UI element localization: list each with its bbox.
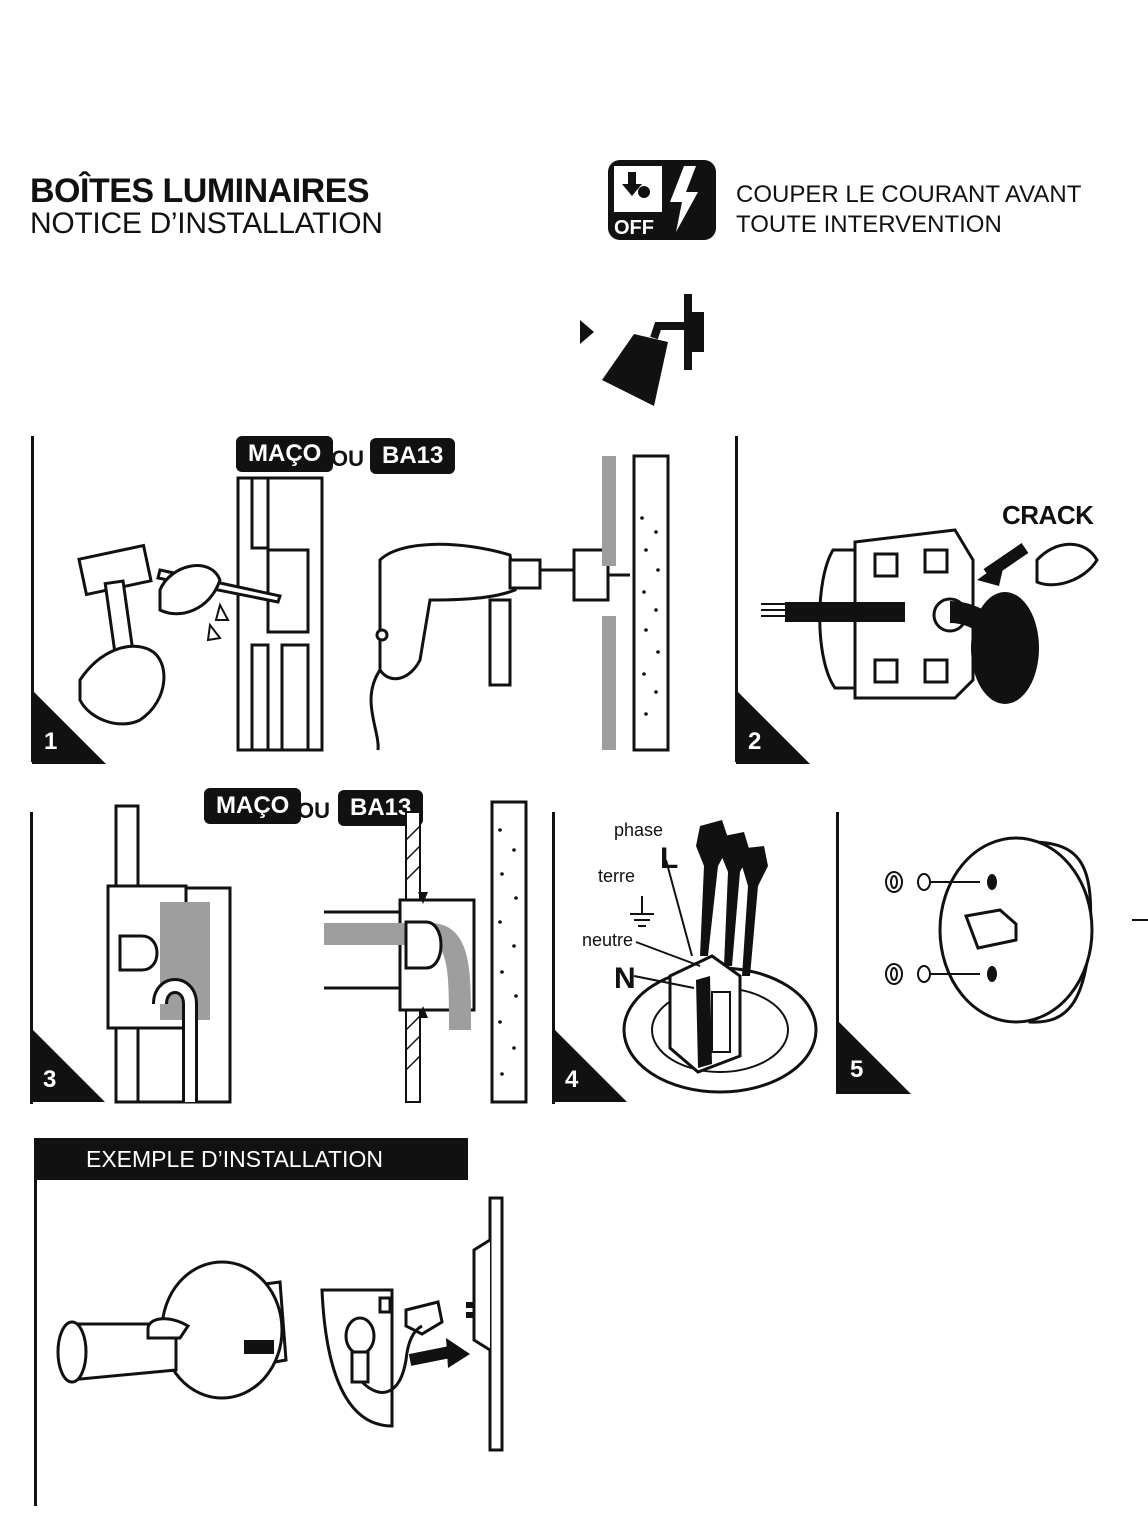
screw-icon — [885, 871, 980, 985]
step5-frame-line — [836, 812, 839, 1094]
step1-corner-badge — [32, 690, 106, 764]
warning-line-1: COUPER LE COURANT AVANT — [736, 181, 1082, 208]
step4-corner-badge — [553, 1028, 627, 1102]
wall-sconce-icon — [576, 290, 716, 410]
step3-frame-line — [30, 812, 33, 1104]
step5-illustration — [885, 836, 1148, 1024]
step3-tag-maco: MAÇO — [204, 788, 302, 824]
step5-number: 5 — [850, 1056, 864, 1083]
step4-illustration — [622, 820, 818, 1094]
faint-banner — [30, 312, 545, 342]
step3-number: 3 — [43, 1066, 57, 1093]
warning-text: COUPER LE COURANT AVANT TOUTE INTERVENTI… — [736, 180, 1081, 240]
example-title: EXEMPLE D’INSTALLATION — [34, 1138, 468, 1180]
step1-frame-line — [31, 436, 34, 762]
warning-line-2: TOUTE INTERVENTION — [736, 211, 1002, 238]
off-label: OFF — [614, 217, 654, 239]
step1-illustration — [77, 454, 670, 752]
step3-or-label: OU — [297, 798, 330, 823]
step3-corner-badge — [31, 1028, 105, 1102]
label-L: L — [660, 842, 679, 875]
page-subtitle: NOTICE D’INSTALLATION — [30, 207, 383, 240]
step2-illustration — [761, 528, 1099, 704]
power-off-icon: OFF — [606, 158, 718, 242]
earth-icon — [630, 896, 654, 927]
masonry-wall — [236, 476, 324, 752]
step4-number: 4 — [565, 1066, 579, 1093]
step2-corner-badge — [736, 690, 810, 764]
example-illustration — [56, 1196, 504, 1452]
label-phase: phase — [614, 820, 664, 840]
crack-label: CRACK — [1002, 500, 1094, 530]
step1-tag-maco: MAÇO — [236, 436, 334, 472]
step1-number: 1 — [44, 728, 58, 755]
step2-frame-line — [735, 436, 738, 762]
plaster-panel-gray — [602, 456, 616, 566]
step3-illustration — [106, 800, 528, 1104]
drill-icon — [369, 542, 630, 751]
step1-tag-ba13: BA13 — [370, 438, 456, 474]
step5-corner-badge — [837, 1020, 911, 1094]
label-terre: terre — [598, 866, 636, 886]
page-title: BOÎTES LUMINAIRES — [30, 172, 370, 210]
label-neutre: neutre — [582, 930, 634, 950]
step2-number: 2 — [748, 728, 762, 755]
plasterboard — [632, 454, 670, 752]
step4-frame-line — [552, 812, 555, 1104]
example-frame-line — [34, 1180, 37, 1506]
label-N: N — [614, 962, 636, 995]
step1-or-label: OU — [331, 446, 364, 471]
